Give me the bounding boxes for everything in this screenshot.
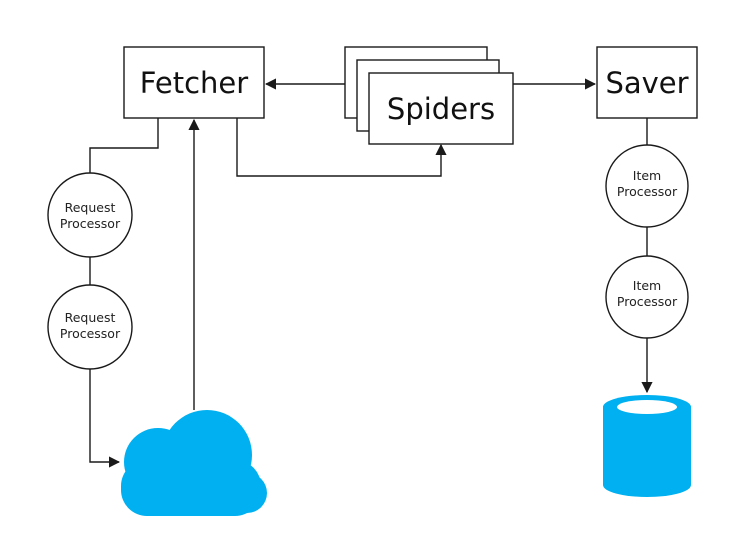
fetcher-node: Fetcher bbox=[123, 46, 265, 119]
line-fetcher-to-request-processor bbox=[89, 118, 159, 173]
connectors bbox=[89, 78, 653, 468]
saver-node: Saver bbox=[596, 46, 698, 119]
item-processor-1-line1: Item bbox=[633, 168, 661, 183]
item-processor-1-line2: Processor bbox=[617, 184, 678, 199]
request-processor-2-line1: Request bbox=[65, 310, 116, 325]
database-icon bbox=[603, 395, 691, 497]
item-processor-2-line2: Processor bbox=[617, 294, 678, 309]
request-processor-1-line2: Processor bbox=[60, 216, 121, 231]
request-processor-1: Request Processor bbox=[47, 172, 133, 258]
saver-label: Saver bbox=[605, 66, 688, 100]
item-processor-2: Item Processor bbox=[605, 255, 689, 339]
request-processor-2-line2: Processor bbox=[60, 326, 121, 341]
fetcher-label: Fetcher bbox=[140, 66, 248, 100]
spiders-node: Spiders bbox=[344, 46, 514, 145]
item-processor-1: Item Processor bbox=[605, 144, 689, 228]
spiders-label: Spiders bbox=[387, 92, 495, 126]
request-processor-1-line1: Request bbox=[65, 200, 116, 215]
item-processor-2-line1: Item bbox=[633, 278, 661, 293]
arrow-fetcher-to-spiders bbox=[236, 118, 447, 177]
arrow-request-to-cloud bbox=[89, 369, 121, 468]
cloud-icon bbox=[121, 410, 267, 516]
request-processor-2: Request Processor bbox=[47, 284, 133, 370]
